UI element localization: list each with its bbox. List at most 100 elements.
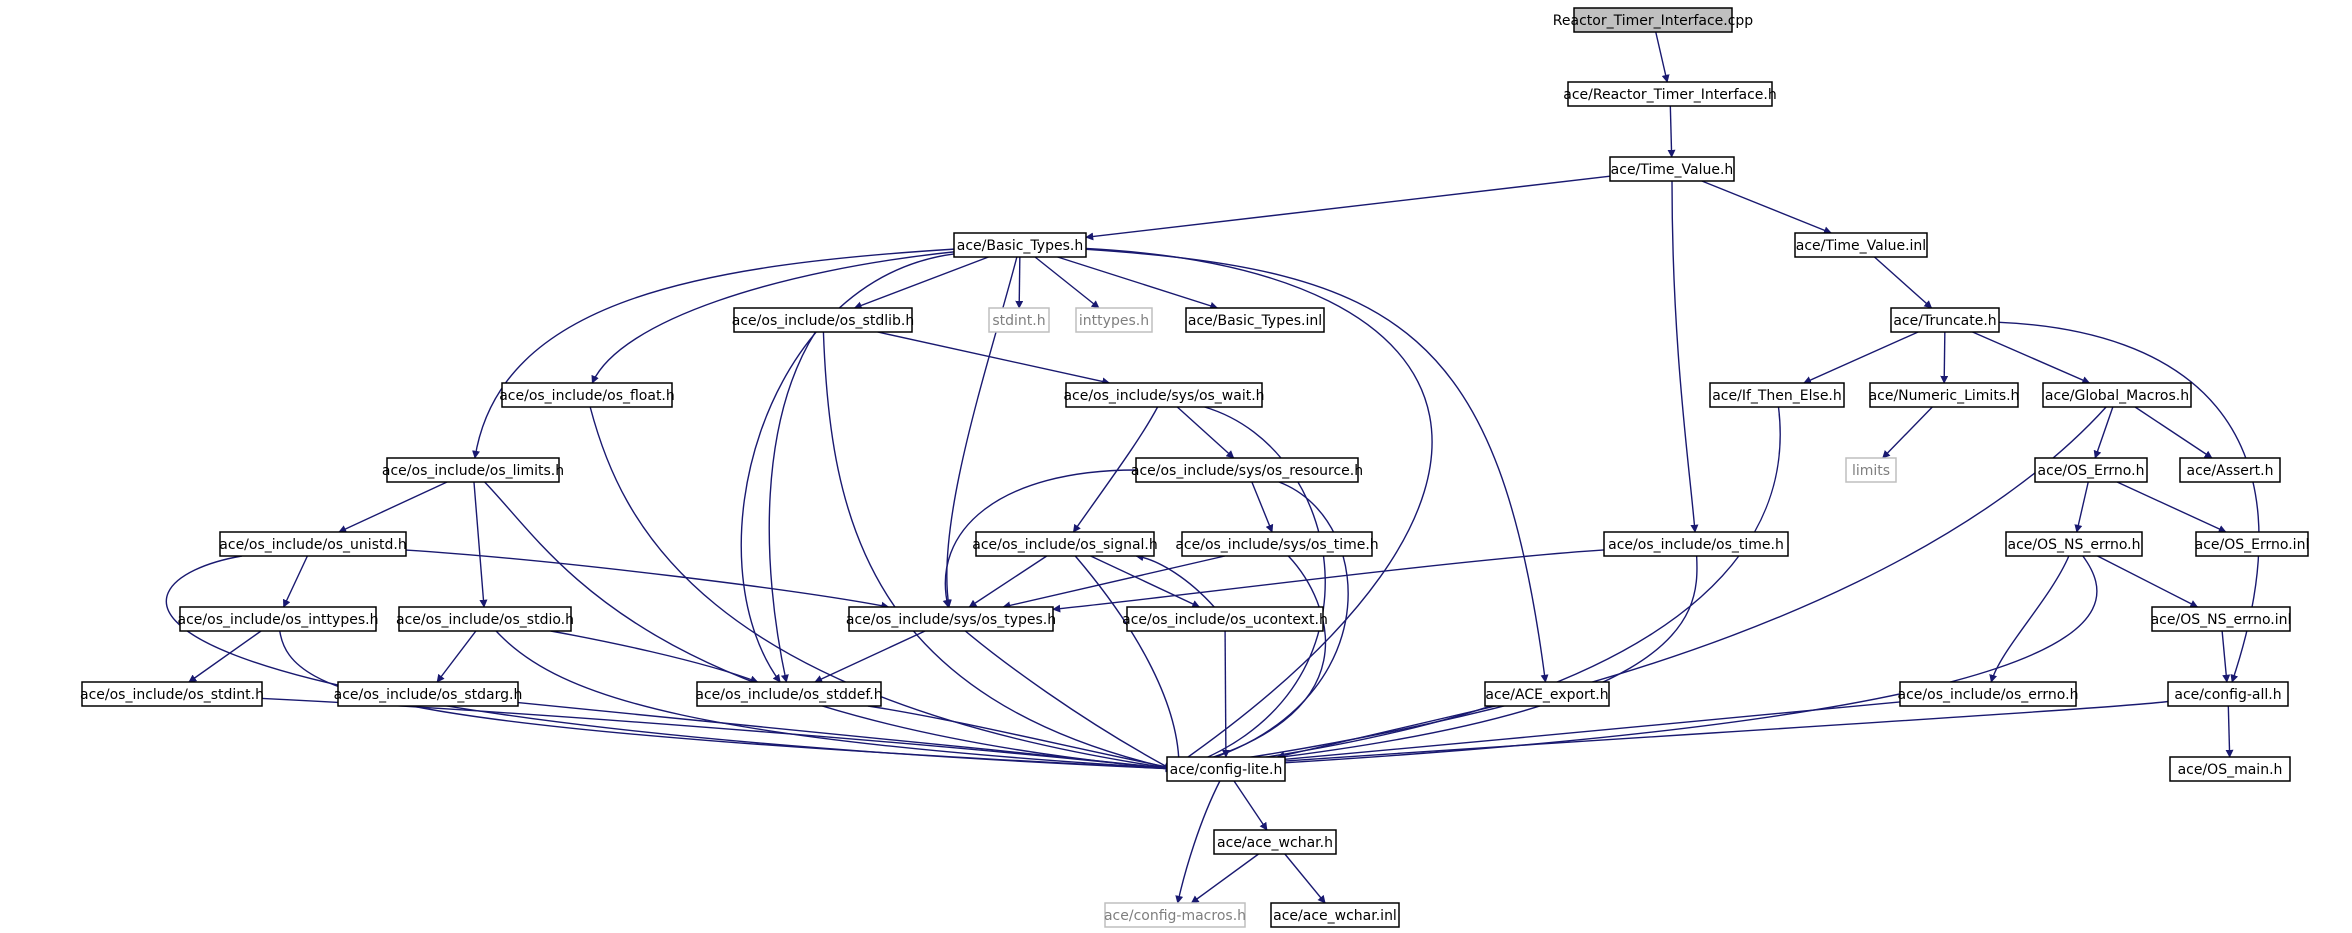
node-ostime[interactable]: ace/os_include/os_time.h xyxy=(1603,531,1789,557)
node-box xyxy=(1135,457,1359,483)
node-box xyxy=(386,457,560,483)
edge-osstdint-to-configlite xyxy=(261,697,1174,773)
edge-ostime-to-systypes xyxy=(1052,549,1605,613)
edge-stddef-to-configlite xyxy=(867,705,1178,772)
edge-tv_inl-to-trunc xyxy=(1873,256,1933,309)
node-tv_inl[interactable]: ace/Time_Value.inl xyxy=(1794,232,1928,258)
node-configall[interactable]: ace/config-all.h xyxy=(2167,681,2289,707)
edge-signal-to-configlite xyxy=(1074,555,1184,770)
node-rti_cpp[interactable]: Reactor_Timer_Interface.cpp xyxy=(1553,7,1754,33)
node-ucontext[interactable]: ace/os_include/os_ucontext.h xyxy=(1122,606,1328,632)
node-label: ace/Basic_Types.h xyxy=(957,238,1083,254)
node-box xyxy=(398,606,572,632)
edge-bt_h-to-configlite xyxy=(1085,247,1433,770)
node-signal[interactable]: ace/os_include/os_signal.h xyxy=(972,531,1158,557)
node-errno_h[interactable]: ace/os_include/os_errno.h xyxy=(1898,681,2079,707)
node-bt_h[interactable]: ace/Basic_Types.h xyxy=(953,232,1087,258)
node-wchar[interactable]: ace/ace_wchar.h xyxy=(1213,829,1337,855)
node-label: ace/os_include/sys/os_time.h xyxy=(1175,537,1378,553)
node-wait[interactable]: ace/os_include/sys/os_wait.h xyxy=(1063,382,1265,408)
edge-systime-to-systypes xyxy=(1002,555,1225,610)
edge-numlim-to-limits xyxy=(1882,406,1933,459)
edge-gm-to-assert xyxy=(2134,406,2213,459)
node-trunc[interactable]: ace/Truncate.h xyxy=(1890,307,2000,333)
node-limits[interactable]: limits xyxy=(1845,457,1897,483)
node-label: ace/ace_wchar.h xyxy=(1217,835,1333,851)
node-unistd[interactable]: ace/os_include/os_unistd.h xyxy=(219,531,407,557)
node-assert[interactable]: ace/Assert.h xyxy=(2179,457,2281,483)
node-box xyxy=(1845,457,1897,483)
edge-osinttypes-to-osstdint xyxy=(188,630,262,683)
node-wchar_inl[interactable]: ace/ace_wchar.inl xyxy=(1270,902,1400,928)
edge-bt_h-to-export xyxy=(1085,248,1549,683)
node-nserrno[interactable]: ace/OS_NS_errno.h xyxy=(2005,531,2143,557)
node-oserrno_inl[interactable]: ace/OS_Errno.inl xyxy=(2195,531,2310,557)
node-inttypes[interactable]: inttypes.h xyxy=(1075,307,1153,333)
node-macros[interactable]: ace/config-macros.h xyxy=(1104,902,1246,928)
node-box xyxy=(1709,382,1845,408)
node-rti_h[interactable]: ace/Reactor_Timer_Interface.h xyxy=(1563,81,1777,107)
node-stddef[interactable]: ace/os_include/os_stddef.h xyxy=(695,681,883,707)
node-label: ace/os_include/os_limits.h xyxy=(382,463,564,479)
edge-unistd-to-osinttypes xyxy=(282,555,309,608)
node-resource[interactable]: ace/os_include/sys/os_resource.h xyxy=(1131,457,1363,483)
edge-bt_h-to-bt_inl xyxy=(1057,256,1219,310)
node-box xyxy=(975,531,1155,557)
node-label: ace/os_include/os_ucontext.h xyxy=(1122,612,1328,628)
edge-oserrno-to-oserrno_inl xyxy=(2116,481,2227,533)
edge-stdio-to-stddef xyxy=(550,630,759,684)
edge-wait-to-resource xyxy=(1176,406,1235,459)
node-osmain[interactable]: ace/OS_main.h xyxy=(2169,756,2291,782)
node-stdarg[interactable]: ace/os_include/os_stdarg.h xyxy=(334,681,523,707)
node-layer: Reactor_Timer_Interface.cpp ace/Reactor_T… xyxy=(80,7,2310,928)
node-label: ace/os_include/sys/os_resource.h xyxy=(1131,463,1363,479)
node-ifte[interactable]: ace/If_Then_Else.h xyxy=(1709,382,1845,408)
edge-unistd-to-systypes xyxy=(405,549,890,610)
edge-ucontext-to-configlite xyxy=(1221,630,1230,758)
node-box xyxy=(733,307,913,333)
node-float[interactable]: ace/os_include/os_float.h xyxy=(499,382,675,408)
node-box xyxy=(2179,457,2281,483)
node-box xyxy=(1603,531,1789,557)
edge-nserrno-to-configlite xyxy=(1174,555,2098,773)
edge-bt_h-to-float xyxy=(591,251,955,384)
edge-configall-to-osmain xyxy=(2225,705,2234,758)
node-gm[interactable]: ace/Global_Macros.h xyxy=(2042,382,2192,408)
edge-limits_h-to-configlite xyxy=(484,481,1174,773)
node-numlim[interactable]: ace/Numeric_Limits.h xyxy=(1869,382,2020,408)
node-configlite[interactable]: ace/config-lite.h xyxy=(1166,756,1286,782)
node-systime[interactable]: ace/os_include/sys/os_time.h xyxy=(1175,531,1379,557)
node-box xyxy=(2195,531,2309,557)
node-label: ace/OS_NS_errno.h xyxy=(2007,537,2140,553)
node-export[interactable]: ace/ACE_export.h xyxy=(1484,681,1610,707)
node-box xyxy=(81,681,263,707)
node-label: ace/os_include/os_stdlib.h xyxy=(732,313,914,329)
node-stdio[interactable]: ace/os_include/os_stdio.h xyxy=(396,606,574,632)
edge-osinttypes-to-configlite xyxy=(279,630,1178,773)
node-label: ace/os_include/os_unistd.h xyxy=(219,537,406,553)
node-tv_h[interactable]: ace/Time_Value.h xyxy=(1609,156,1735,182)
edge-export-to-configlite xyxy=(1276,705,1496,760)
node-osstdint[interactable]: ace/os_include/os_stdint.h xyxy=(80,681,264,707)
node-stdint[interactable]: stdint.h xyxy=(988,307,1050,333)
node-bt_inl[interactable]: ace/Basic_Types.inl xyxy=(1185,307,1325,333)
edge-nserrno-to-nserrno_inl xyxy=(2097,555,2199,608)
node-box xyxy=(1899,681,2077,707)
edge-stdio-to-stdarg xyxy=(436,630,477,683)
node-label: inttypes.h xyxy=(1079,313,1149,329)
node-nserrno_inl[interactable]: ace/OS_NS_errno.inl xyxy=(2151,606,2292,632)
node-label: ace/os_include/os_stdarg.h xyxy=(334,687,523,703)
edge-limits_h-to-unistd xyxy=(338,481,448,533)
node-box xyxy=(1065,382,1263,408)
node-systypes[interactable]: ace/os_include/sys/os_types.h xyxy=(846,606,1056,632)
node-box xyxy=(2034,457,2148,483)
node-box xyxy=(988,307,1050,333)
node-stdlib[interactable]: ace/os_include/os_stdlib.h xyxy=(732,307,914,333)
node-oserrno[interactable]: ace/OS_Errno.h xyxy=(2034,457,2148,483)
node-box xyxy=(848,606,1054,632)
node-box xyxy=(1270,902,1400,928)
node-label: ace/config-macros.h xyxy=(1104,908,1246,924)
node-box xyxy=(2151,606,2291,632)
node-osinttypes[interactable]: ace/os_include/os_inttypes.h xyxy=(178,606,379,632)
node-limits_h[interactable]: ace/os_include/os_limits.h xyxy=(382,457,564,483)
